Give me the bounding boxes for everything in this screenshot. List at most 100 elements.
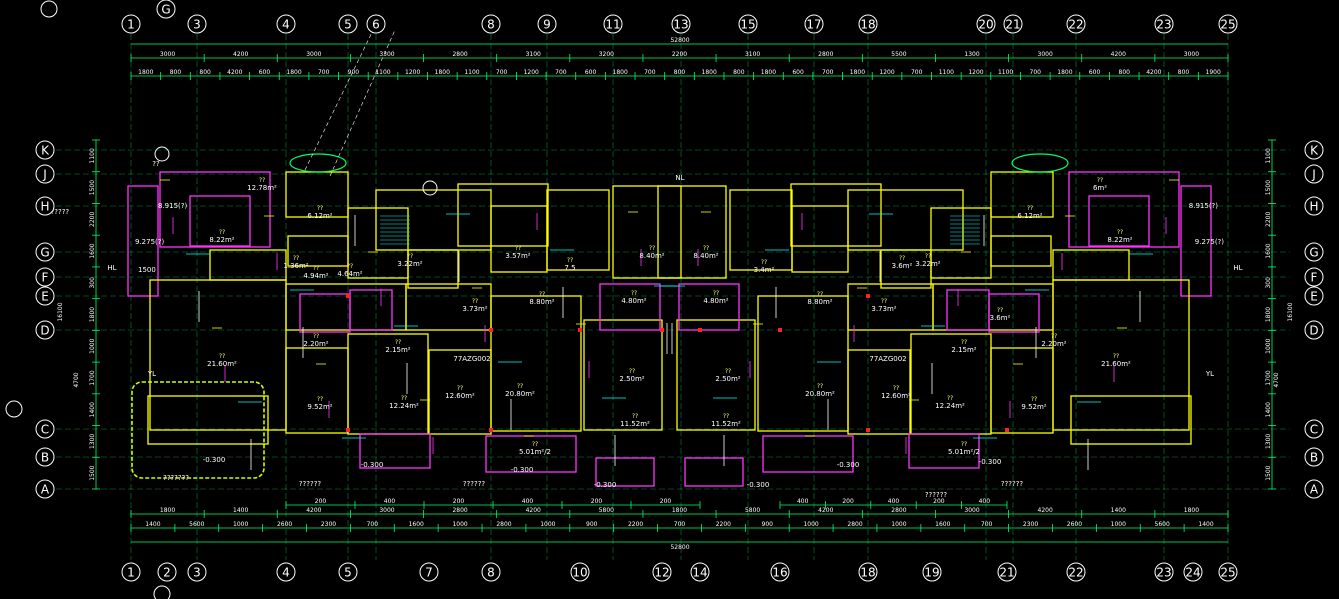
room-name-label: ?? <box>947 395 953 402</box>
column-marker <box>578 328 582 332</box>
grid-bubble-left-circle <box>35 164 55 184</box>
room-name-label: ?? <box>893 385 899 392</box>
wall-block <box>359 433 431 469</box>
wall-block-mirror <box>847 349 911 435</box>
top-dim-row2-label: 800 <box>674 69 686 76</box>
room-name-label: ?? <box>899 255 905 262</box>
grid-bubble-bottom-label: 8 <box>487 566 495 580</box>
bottom-dim-row2-label: 2800 <box>847 521 862 528</box>
room-name-label: ?? <box>961 441 967 448</box>
top-dim-row2-label: 1800 <box>702 69 717 76</box>
left-dim-label: 1800 <box>89 307 96 322</box>
room-name-label: ?? <box>1027 205 1033 212</box>
wall-block-mirror <box>678 283 740 331</box>
grid-bubble-bottom-circle <box>570 562 590 582</box>
right-dim-label: 300 <box>1265 277 1272 289</box>
room-area-label: 1.36m² <box>283 262 308 270</box>
bottom-dim-row2-label: 1400 <box>1198 521 1213 528</box>
room-area-label: 3.6m² <box>892 262 913 270</box>
grid-bubble-bottom-label: 12 <box>654 566 669 580</box>
grid-bubble-bottom-circle <box>419 562 439 582</box>
bottom-dim-small-b-label: 400 <box>797 498 809 505</box>
room-name-label: ?? <box>723 413 729 420</box>
room-area-label: 3.6m² <box>990 314 1011 322</box>
grid-bubble-top-circle <box>976 14 996 34</box>
room-area-label: 4.80m² <box>621 297 646 305</box>
grid-bubble-left-label: C <box>41 423 49 437</box>
wall-block <box>599 283 661 331</box>
room-area-label: 3.4m² <box>754 266 775 274</box>
top-dim-row1-label: 3300 <box>379 51 394 58</box>
grid-bubble-top-label: 4 <box>282 18 290 32</box>
grid-bubble-left-circle <box>35 320 55 340</box>
grid-bubble-left-label: D <box>40 324 49 338</box>
grid-bubble-bottom-label: 25 <box>1220 566 1235 580</box>
grid-bubble-bottom-label: 24 <box>1185 566 1200 580</box>
top-dim-row1-label: 3000 <box>306 51 321 58</box>
top-dim-row2-label: 1800 <box>613 69 628 76</box>
top-dim-row2-label: 800 <box>170 69 182 76</box>
grid-bubble-bottom-label: 16 <box>772 566 787 580</box>
grid-bubble-right-circle <box>1304 242 1324 262</box>
grid-bubble-left-label: F <box>42 271 49 285</box>
room-name-label: ?? <box>925 253 931 260</box>
room-area-label: 3.73m² <box>462 305 487 313</box>
grid-bubble-right-label: E <box>1310 290 1318 304</box>
wall-block <box>147 395 269 445</box>
grid-bubble-right-circle <box>1304 140 1324 160</box>
top-dim-row1-label: 3000 <box>160 51 175 58</box>
room-name-label: ?? <box>629 368 635 375</box>
wall-block <box>189 195 251 247</box>
room-name-label: ?? <box>313 265 319 272</box>
grid-bubble-bottom-circle <box>1066 562 1086 582</box>
grid-bubble-bottom-label: 19 <box>924 566 939 580</box>
wall-block <box>349 289 393 331</box>
grid-bubble-left-circle <box>35 419 55 439</box>
wall-outlines <box>127 19 1212 487</box>
grid-bubble-top-label: 9 <box>543 18 551 32</box>
bottom-dim-row2-label: 900 <box>762 521 774 528</box>
bottom-dim-small-a-label: 200 <box>315 498 327 505</box>
grid-bubble-bottom-circle <box>276 562 296 582</box>
grid-bubble-top-label: 11 <box>605 18 620 32</box>
revision-cloud <box>131 381 265 479</box>
north-marker-circle <box>154 146 170 162</box>
grid-bubble-partial-bottom <box>153 585 171 599</box>
left-dim-label: 2200 <box>89 212 96 227</box>
grid-bubble-bottom-label: 2 <box>163 566 171 580</box>
room-name-label: ?? <box>401 395 407 402</box>
top-dim-row2-label: 1200 <box>524 69 539 76</box>
grid-bubble-top-label: 18 <box>860 18 875 32</box>
top-dim-row2-label: 600 <box>1089 69 1101 76</box>
room-name-label: ?? <box>317 396 323 403</box>
grid-bubble-bottom-circle <box>997 562 1017 582</box>
top-dim-row2-label: 800 <box>1119 69 1131 76</box>
grid-bubble-bottom-label: 7 <box>425 566 433 580</box>
grid-bubble-bottom-circle <box>690 562 710 582</box>
bottom-dim-small-b-label: 400 <box>979 498 991 505</box>
room-name-label: ?? <box>997 307 1003 314</box>
grid-bubble-bottom-label: 1 <box>127 566 135 580</box>
grid-bubble-top-circle <box>276 14 296 34</box>
grid-bubble-top-circle <box>1003 14 1023 34</box>
right-dim-label: 1100 <box>1265 148 1272 163</box>
room-area-label: 8.22m² <box>1107 236 1132 244</box>
room-area-label: 5.01m²/2 <box>948 448 980 456</box>
top-dim-row2-label: 1100 <box>939 69 954 76</box>
grid-bubble-left-label: K <box>41 144 50 158</box>
column-marker <box>866 428 870 432</box>
bottom-dim-row2-label: 2200 <box>716 521 731 528</box>
left-total-dim-2: 4700 <box>73 372 80 387</box>
room-area-label: 2.50m² <box>715 375 740 383</box>
grid-bubble-top-label: 1 <box>127 18 135 32</box>
top-dim-row2-label: 600 <box>259 69 271 76</box>
grid-bubble-bottom-label: 10 <box>572 566 587 580</box>
grid-bubble-top-circle <box>481 14 501 34</box>
grid-bubble-top-circle <box>1066 14 1086 34</box>
room-area-label: 7.5 <box>564 264 575 272</box>
top-dim-row1-label: 3200 <box>599 51 614 58</box>
room-area-label: 3.57m² <box>505 252 530 260</box>
room-name-label: ?? <box>517 383 523 390</box>
room-area-label: 12.78m² <box>247 184 277 192</box>
grid-bubble-top-label: 23 <box>1156 18 1171 32</box>
